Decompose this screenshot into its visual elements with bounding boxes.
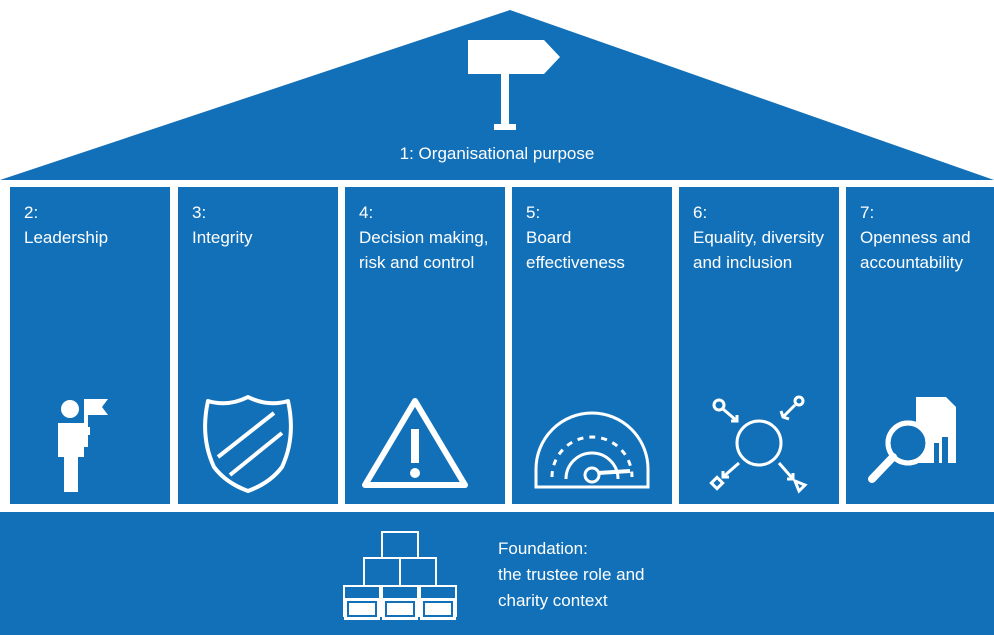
pillar-label: Openness and accountability [860,228,971,272]
pillar-number: 7: [860,203,875,222]
warning-triangle-icon [362,398,468,488]
roof-label: 1: Organisational purpose [399,144,595,163]
foundation-line: the trustee role and [498,565,645,584]
magnifier-report-icon [868,397,956,483]
signpost-icon [468,40,560,130]
pillar-number: 2: [24,203,39,222]
foundation-line: charity context [498,591,608,610]
pillar-leadership: 2: Leadership [10,187,170,504]
pillar-equality-diversity: 6: Equality, diversity and inclusion [679,187,839,504]
leader-flag-icon [58,399,108,492]
pillar-number: 3: [192,203,207,222]
foundation-text: Foundation: the trustee role and charity… [498,536,644,614]
roof-shape [0,10,994,180]
diversity-circle-icon [709,395,808,494]
gauge-icon [534,411,650,489]
pillar-label: Leadership [24,228,109,247]
pillar-number: 6: [693,203,708,222]
pillar-label: Decision making, risk and control [359,228,489,272]
foundation: Foundation: the trustee role and charity… [0,512,994,635]
shield-icon [203,395,293,493]
pillar-board-effectiveness: 5: Board effectiveness [512,187,672,504]
pillar-label: Equality, diversity and inclusion [693,228,825,272]
pillar-number: 5: [526,203,541,222]
pillar-number: 4: [359,203,374,222]
pillar-decision-making: 4: Decision making, risk and control [345,187,505,504]
blocks-pyramid-icon [343,531,457,620]
pillar-label: Board effectiveness [526,228,625,272]
pillar-integrity: 3: Integrity [178,187,338,504]
pillar-label: Integrity [192,228,253,247]
foundation-title: Foundation: [498,539,588,558]
pillar-openness-accountability: 7: Openness and accountability [846,187,994,504]
